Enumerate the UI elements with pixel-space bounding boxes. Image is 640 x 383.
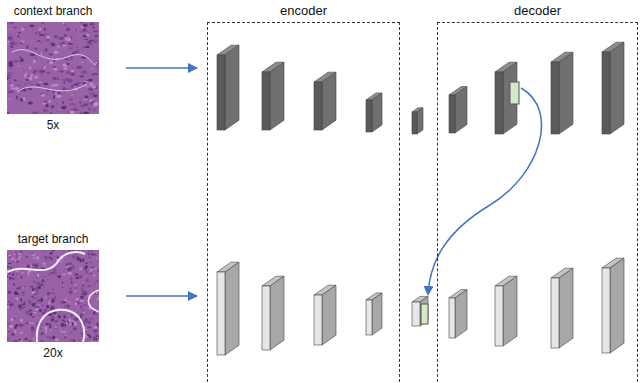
feature-block xyxy=(602,258,624,353)
skip-arrow xyxy=(428,88,542,294)
feature-block xyxy=(366,293,382,335)
feature-block xyxy=(449,290,467,338)
tissue-frame xyxy=(7,250,99,342)
section-heading: encoder xyxy=(208,4,399,18)
feature-block xyxy=(217,45,239,130)
tissue-image xyxy=(7,250,99,342)
feature-block xyxy=(262,276,284,350)
network-section: decoder xyxy=(437,22,638,383)
feature-block xyxy=(551,268,573,348)
branch-name: context branch xyxy=(2,4,104,18)
feature-block xyxy=(262,62,284,130)
input-patch: context branch 5x xyxy=(2,4,104,132)
context-feature-patch xyxy=(510,82,519,104)
feature-block xyxy=(495,276,517,346)
feature-block xyxy=(602,42,624,134)
feature-block xyxy=(412,108,423,134)
fused-feature-patch xyxy=(421,304,428,324)
branch-name: target branch xyxy=(2,232,104,246)
input-arrow xyxy=(126,295,197,297)
input-patch: target branch 20x xyxy=(2,232,104,360)
feature-block xyxy=(217,262,239,355)
tissue-image xyxy=(7,22,99,114)
tissue-frame xyxy=(7,22,99,114)
magnification: 5x xyxy=(2,118,104,132)
feature-block xyxy=(314,285,336,345)
feature-block xyxy=(449,87,467,133)
network-section: encoder xyxy=(207,22,400,383)
feature-block xyxy=(314,72,336,130)
magnification: 20x xyxy=(2,346,104,360)
feature-block xyxy=(551,52,573,134)
input-arrow xyxy=(126,67,197,69)
feature-block xyxy=(366,93,382,132)
section-heading: decoder xyxy=(438,4,637,18)
feature-block xyxy=(412,296,428,326)
